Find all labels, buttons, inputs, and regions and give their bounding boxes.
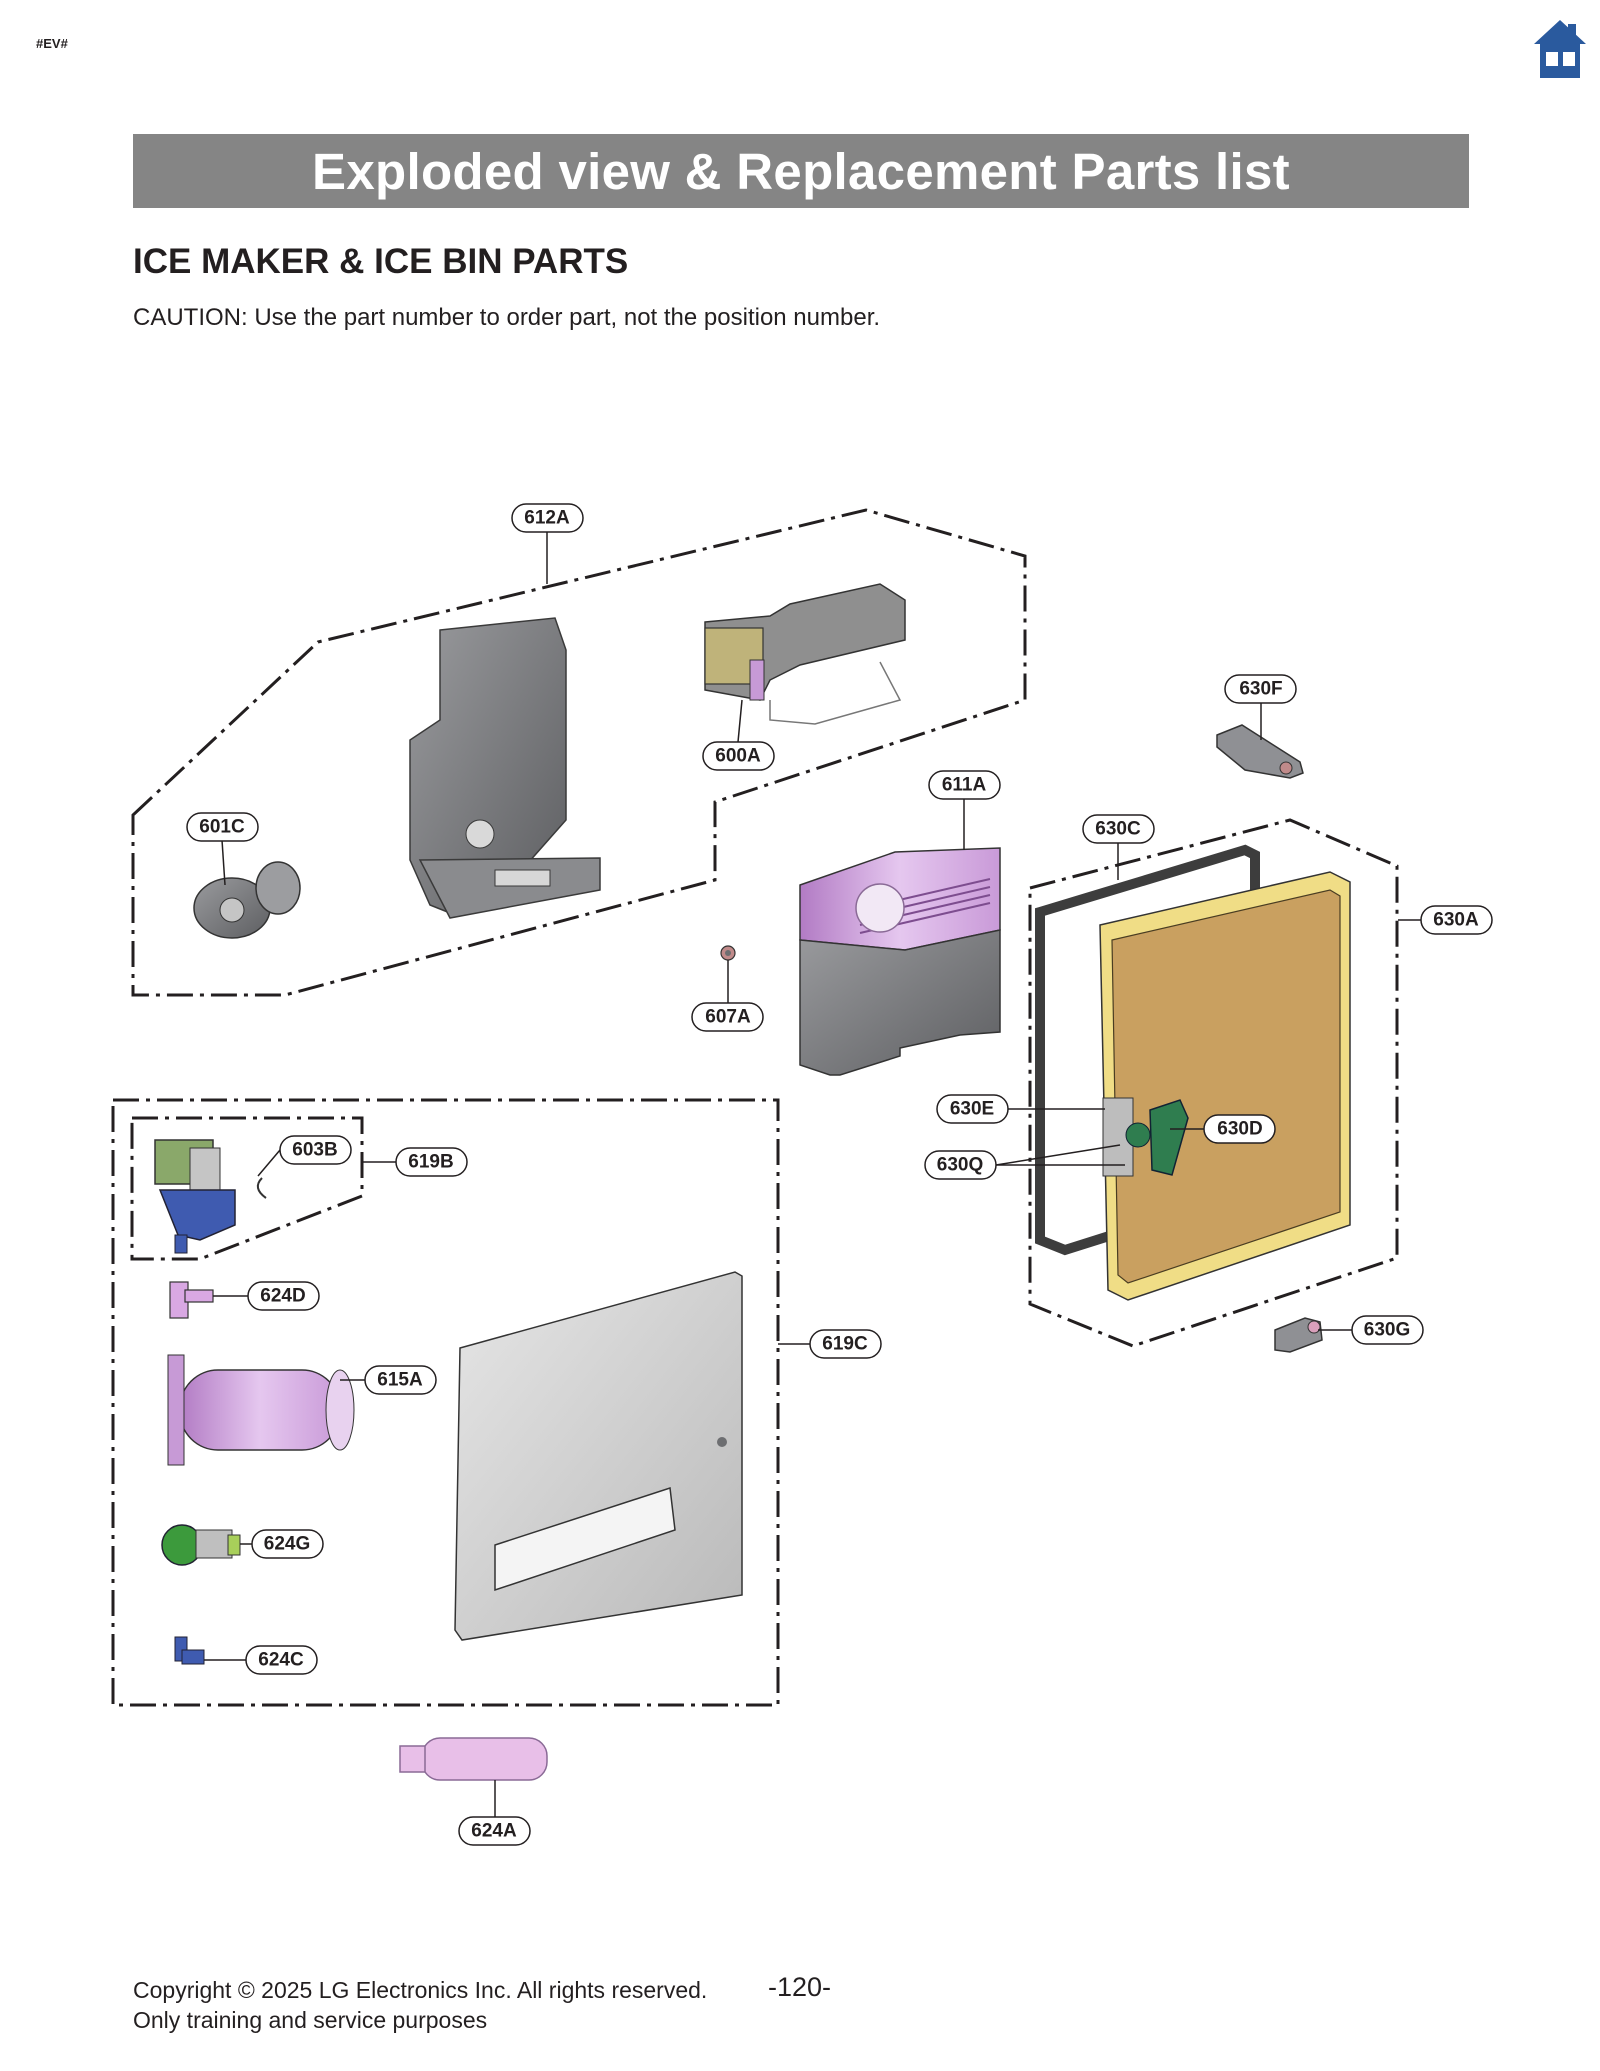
callout-603B: 603B [292, 1140, 337, 1161]
connector-green-part [161, 1524, 241, 1566]
callout-630E: 630E [950, 1099, 994, 1120]
caution-note: CAUTION: Use the part number to order pa… [133, 304, 881, 331]
cover-panel-part [454, 1271, 743, 1641]
water-group-boundary [111, 1098, 780, 1707]
document-tag: #EV# [36, 36, 68, 51]
callout-630D: 630D [1217, 1119, 1262, 1140]
page-number: -120- [768, 1972, 832, 2002]
fitting-blue-part [174, 1636, 205, 1665]
door-group-boundary [1028, 818, 1399, 1348]
callout-601C: 601C [199, 817, 245, 838]
callout-630G: 630G [1364, 1320, 1410, 1341]
page-banner: Exploded view & Replacement Parts list [133, 134, 1469, 208]
callout-630F: 630F [1239, 679, 1282, 700]
bracket-part [1274, 1317, 1323, 1353]
section-title: ICE MAKER & ICE BIN PARTS [133, 242, 629, 281]
callout-ellipses [186, 503, 1493, 1846]
callout-624C: 624C [258, 1650, 304, 1671]
callout-619C: 619C [822, 1334, 868, 1355]
bypass-cap-part [399, 1737, 548, 1781]
group-boundaries [111, 508, 1399, 1707]
door-panel-part [1099, 871, 1351, 1301]
icemaker-frame-part [409, 617, 601, 919]
callout-630Q: 630Q [937, 1155, 983, 1176]
footer-copyright: Copyright © 2025 LG Electronics Inc. All… [133, 1977, 708, 2003]
callout-607A: 607A [705, 1007, 751, 1028]
hinge-part [1216, 724, 1304, 779]
callout-630A: 630A [1433, 910, 1479, 931]
screw-part [720, 945, 736, 961]
valve-subgroup-boundary [130, 1116, 364, 1261]
water-filter-part [167, 1354, 355, 1466]
callout-630C: 630C [1095, 819, 1141, 840]
icemaker-group-boundary [131, 508, 1027, 997]
callout-624G: 624G [264, 1534, 310, 1555]
callout-624D: 624D [260, 1286, 305, 1307]
icemaker-assembly-part [704, 583, 906, 725]
callout-619B: 619B [408, 1152, 453, 1173]
callout-600A: 600A [715, 746, 761, 767]
callout-624A: 624A [471, 1821, 517, 1842]
footer: Copyright © 2025 LG Electronics Inc. All… [133, 1975, 707, 2035]
callout-611A: 611A [942, 775, 987, 796]
callout-615A: 615A [377, 1370, 423, 1391]
footer-purpose: Only training and service purposes [133, 2007, 488, 2033]
home-icon[interactable] [1532, 18, 1588, 80]
ice-bin-part [799, 847, 1001, 1076]
fitting-elbow-part [169, 1281, 214, 1319]
water-valve-part [154, 1139, 267, 1254]
leader-lines [204, 532, 1421, 1817]
motor-assembly-part [193, 861, 301, 939]
callout-612A: 612A [524, 508, 570, 529]
